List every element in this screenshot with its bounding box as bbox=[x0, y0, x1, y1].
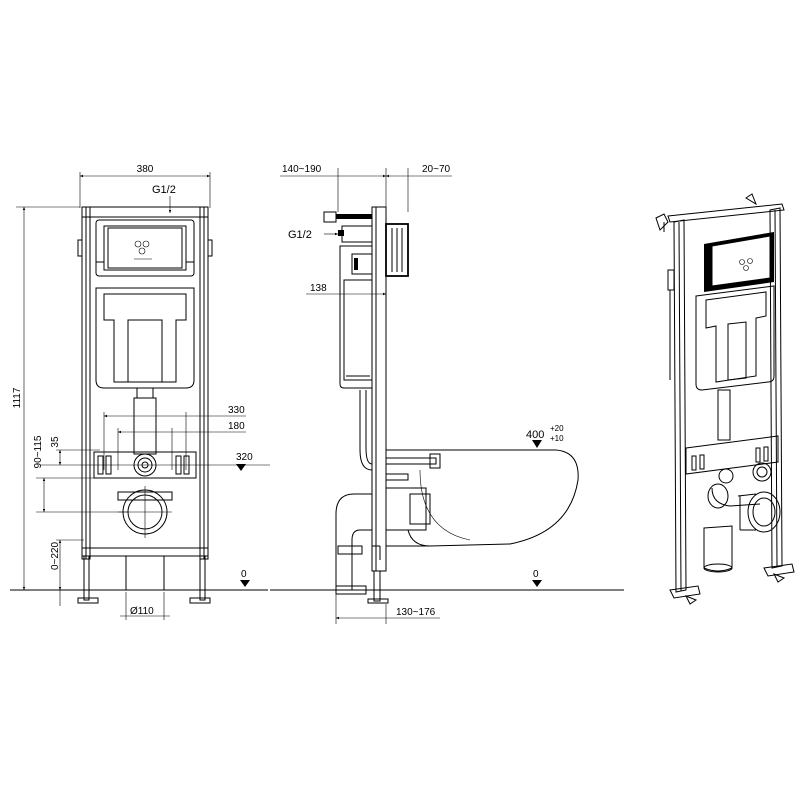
persp-flush-plate bbox=[704, 232, 774, 292]
dimension-330: 330 bbox=[103, 405, 246, 470]
persp-cistern bbox=[695, 285, 775, 441]
base-dimension: 130~176 bbox=[335, 594, 440, 624]
side-view: 140~190 20~70 G1/2 138 bbox=[270, 164, 624, 624]
persp-bottom-pipe bbox=[703, 525, 733, 573]
side-frame bbox=[371, 206, 409, 572]
dim-180-label: 180 bbox=[228, 421, 245, 432]
bowl-dimension: 400 +20 +10 bbox=[526, 424, 564, 448]
persp-uprights bbox=[673, 207, 783, 593]
toilet-bowl bbox=[385, 449, 579, 547]
persp-feet bbox=[669, 563, 795, 605]
height-dimension: 1117 bbox=[12, 206, 80, 590]
floor-label-front: 0 bbox=[241, 569, 247, 580]
depth-dimension: 140~190 bbox=[280, 164, 387, 212]
cistern-tank bbox=[95, 287, 195, 455]
floor-level-front: 0 bbox=[10, 569, 268, 591]
inlet-label: G1/2 bbox=[152, 184, 176, 196]
dim-90-115-label: 90~115 bbox=[33, 435, 44, 468]
dim-320-label: 320 bbox=[236, 452, 253, 463]
persp-top-bar bbox=[655, 193, 785, 232]
bowl-tol-plus: +20 bbox=[550, 424, 564, 433]
persp-side-clip bbox=[667, 269, 675, 291]
frame bbox=[77, 206, 213, 560]
wall-label: 20~70 bbox=[422, 164, 451, 175]
inlet-callout: G1/2 bbox=[152, 184, 176, 213]
bowl-dim-label: 400 bbox=[526, 429, 544, 441]
drain-outlet bbox=[117, 486, 173, 538]
height-label: 1117 bbox=[12, 387, 23, 408]
pipe-dia-label: Ø110 bbox=[130, 606, 154, 617]
persp-bracket bbox=[685, 435, 779, 484]
side-inlet-callout: G1/2 bbox=[288, 229, 338, 241]
persp-drain bbox=[707, 483, 781, 533]
bowl-tol-minus: +10 bbox=[550, 434, 564, 443]
front-view: 380 G1/2 1117 bbox=[10, 164, 270, 620]
side-cistern bbox=[339, 245, 373, 389]
dimension-138: 138 bbox=[306, 283, 386, 296]
dim-138-label: 138 bbox=[310, 283, 327, 294]
floor-label-side: 0 bbox=[533, 569, 539, 580]
waste-bend bbox=[335, 493, 381, 595]
dimension-90-115: 90~115 bbox=[33, 435, 128, 513]
inlet-valve bbox=[323, 211, 373, 275]
brand-logo-icon bbox=[134, 240, 152, 260]
dim-35-label: 35 bbox=[50, 436, 61, 448]
dim-330-label: 330 bbox=[228, 405, 245, 416]
cistern-plate bbox=[95, 219, 195, 277]
dimension-180: 180 bbox=[117, 421, 246, 470]
side-legs bbox=[367, 570, 389, 604]
dimension-35: 35 bbox=[50, 436, 100, 465]
level-320: 320 bbox=[40, 452, 270, 471]
perspective-view bbox=[655, 193, 795, 605]
base-dim-label: 130~176 bbox=[396, 607, 436, 618]
mount-bolts bbox=[385, 453, 441, 531]
frame-legs bbox=[77, 555, 211, 604]
dim-0-220-label: 0~220 bbox=[50, 542, 61, 571]
width-dimension: 380 bbox=[79, 164, 211, 208]
width-label: 380 bbox=[137, 164, 154, 175]
floor-level-side: 0 bbox=[270, 569, 624, 591]
pipe-diameter: Ø110 bbox=[120, 592, 170, 620]
dimension-0-220: 0~220 bbox=[50, 539, 84, 606]
side-inlet-label: G1/2 bbox=[288, 229, 312, 241]
wall-dimension: 20~70 bbox=[386, 164, 452, 212]
side-flush-pipe bbox=[359, 390, 373, 471]
depth-label: 140~190 bbox=[282, 164, 322, 175]
persp-logo-icon bbox=[739, 258, 753, 271]
